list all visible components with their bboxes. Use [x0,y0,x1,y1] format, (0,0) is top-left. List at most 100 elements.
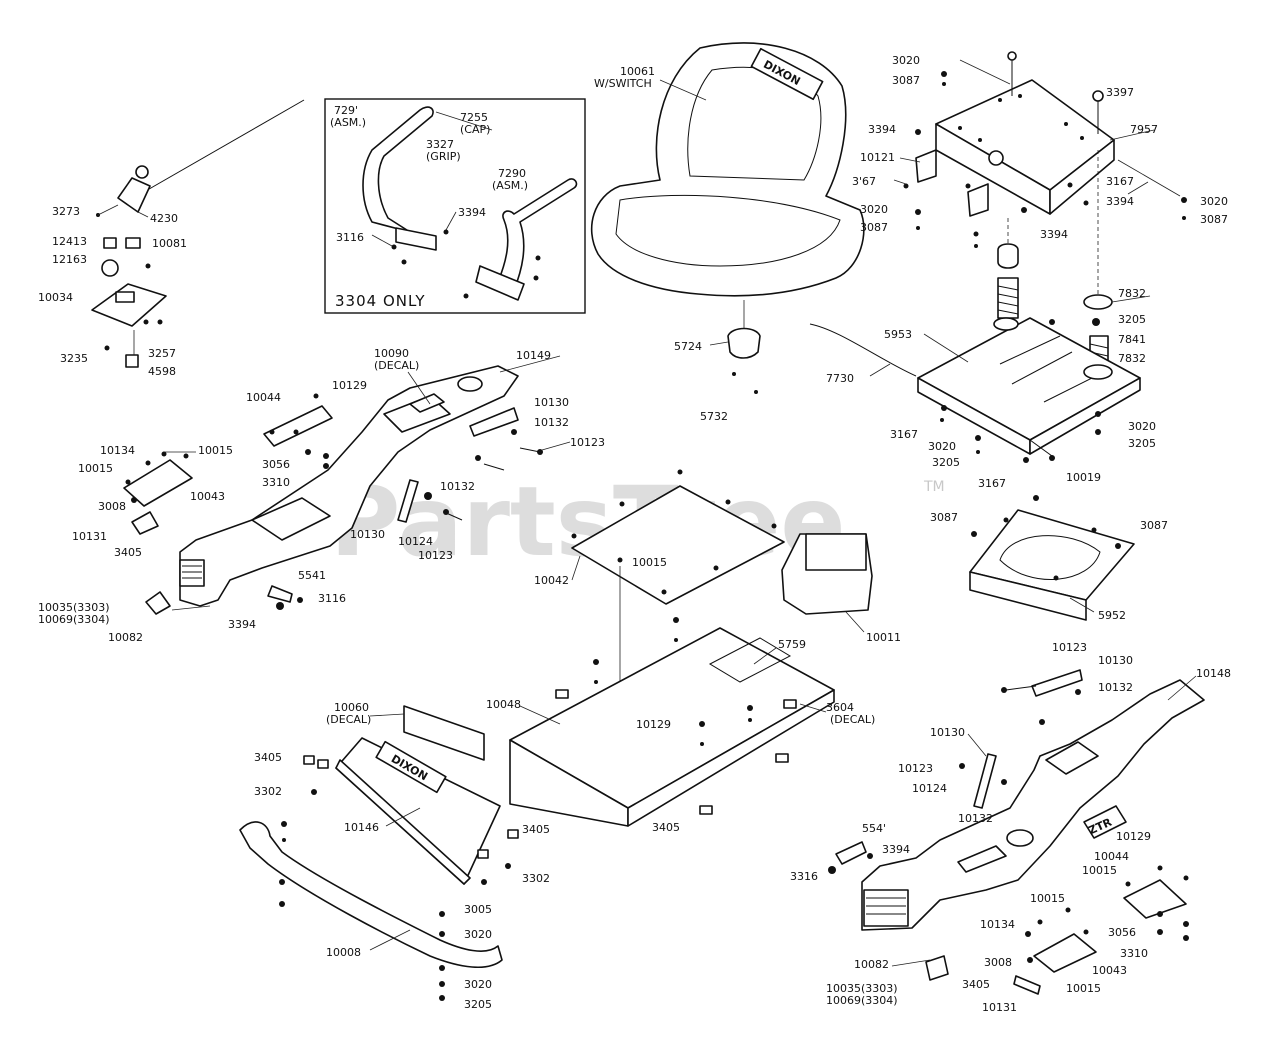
callout: 10015 [632,556,667,569]
callout: W/SWITCH [594,77,652,90]
seat-logo-plate [750,47,824,101]
callout: 10042 [534,574,569,587]
console-left-vent [179,559,205,587]
callout: 3087 [1140,519,1168,532]
seat-assembly: DIXON [590,42,865,394]
bracket-5541 [267,585,293,603]
callout: 10132 [440,480,475,493]
callout: 3116 [318,592,346,605]
bracket-554 [835,841,867,865]
bracket-10130-right-top [1031,669,1083,697]
callout: 5732 [700,410,728,423]
callout: 10034 [38,291,73,304]
callout: 7832 [1118,287,1146,300]
callout: 10060 [334,701,369,714]
ignition-key [103,237,117,249]
callout: 10019 [1066,471,1101,484]
callout: 10146 [344,821,379,834]
callout: 10015 [1082,864,1117,877]
callout: 10081 [152,237,187,250]
seat-mount [809,51,1187,463]
callout: 10123 [898,762,933,775]
callout: 10134 [100,444,135,457]
callout: 3394 [1106,195,1134,208]
callout: 3087 [892,74,920,87]
callout: 3310 [1120,947,1148,960]
callout: 12163 [52,253,87,266]
callout: 10011 [866,631,901,644]
callout: 7730 [826,372,854,385]
callout: 10121 [860,151,895,164]
callout: 10043 [190,490,225,503]
seat-10061 [590,42,865,297]
plate-10043-right [1033,933,1097,973]
handle-right-bracket [475,265,525,301]
callout: 10130 [534,396,569,409]
callout: 10123 [1052,641,1087,654]
callout: 10048 [486,698,521,711]
callout: 10130 [930,726,965,739]
callout: 3020 [464,928,492,941]
inset-handles: 3304 ONLY [324,98,586,314]
panel-switch [115,291,135,303]
callout: 7290 [498,167,526,180]
callout: 3310 [262,476,290,489]
callout: 12413 [52,235,87,248]
callout: 3394 [868,123,896,136]
callout: (GRIP) [426,150,461,163]
callout: 3205 [1128,437,1156,450]
throttle-assembly [91,99,305,368]
callout: 10131 [982,1001,1017,1014]
callout: 10134 [980,918,1015,931]
callout: 3056 [1108,926,1136,939]
callout: 10130 [350,528,385,541]
callout: 7957 [1130,123,1158,136]
callout: 3087 [1200,213,1228,226]
callout: 3405 [962,978,990,991]
callout: 5952 [1098,609,1126,622]
throttle-control [117,177,151,213]
callout: (ASM.) [330,116,366,129]
callout: 10090 [374,347,409,360]
callout: 10124 [912,782,947,795]
callout: 3205 [464,998,492,1011]
callout: 3167 [1106,175,1134,188]
tray-5952 [969,495,1135,621]
bumper-10008 [239,821,503,1001]
callout: 3020 [464,978,492,991]
callout: 3020 [1200,195,1228,208]
callout: 3235 [60,352,88,365]
rod-7730 [809,323,917,377]
callout: 3604 [826,701,854,714]
callout: 10082 [108,631,143,644]
callout: 10132 [1098,681,1133,694]
inset-frame [324,98,586,314]
spring-cap-top [997,243,1019,269]
clip-10131-right [1013,975,1041,995]
battery-box-10011 [781,533,873,615]
console-right-10148: ZTR [828,669,1205,995]
callout: 3257 [148,347,176,360]
control-panel-10034 [91,283,167,327]
decal-10060 [403,705,485,761]
callout: 3394 [458,206,486,219]
watermark: PartsTree [330,466,845,578]
callout: 3167 [890,428,918,441]
callout: 3087 [930,511,958,524]
callout: 10082 [854,958,889,971]
callout: 3020 [892,54,920,67]
bracket-10130-mid [397,479,419,523]
callout: 10035(3303) [38,601,110,614]
bumper-7832 [1083,294,1113,310]
plate-10043 [123,459,193,507]
callout: 10129 [1116,830,1151,843]
callout: 5953 [884,328,912,341]
callout: (DECAL) [830,713,875,726]
callout: 10069(3304) [826,994,898,1007]
callout: 3116 [336,231,364,244]
callout: 10129 [636,718,671,731]
connector-4598 [125,354,139,368]
plate-10044 [263,405,333,447]
callout: 10015 [78,462,113,475]
callout: 7255 [460,111,488,124]
